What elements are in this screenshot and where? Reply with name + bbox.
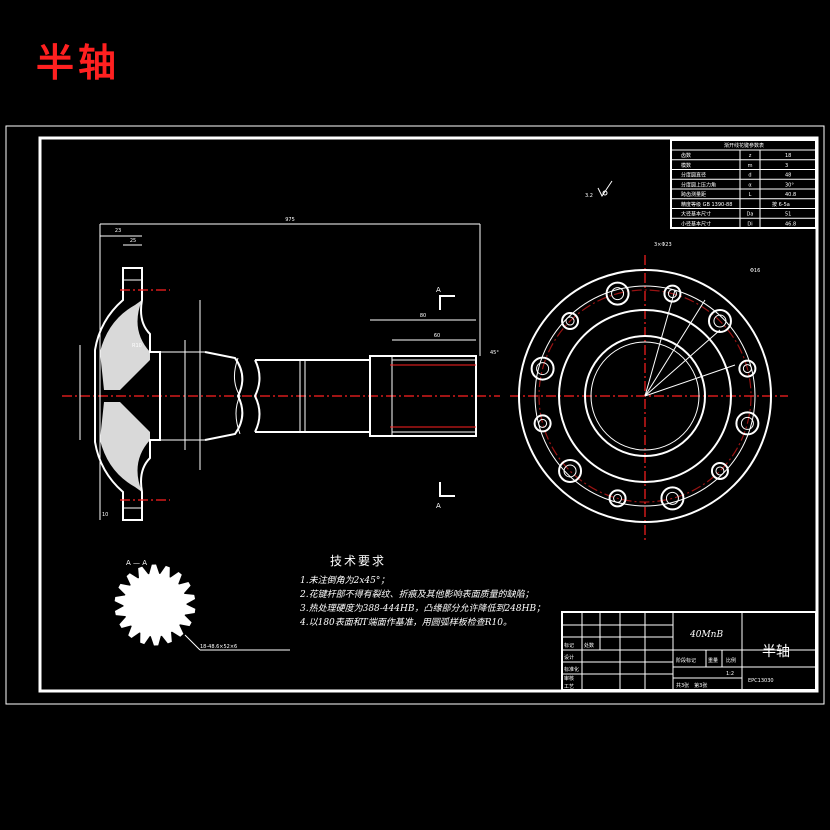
spline-row-val: 30° [785,182,794,188]
spline-row-val: 18 [785,153,791,159]
flange-bolt-hole [608,489,627,508]
flange-bolt-hole [707,309,732,334]
spline-row-name: 大径基本尺寸 [681,211,711,218]
dim-80: 80 [420,313,426,319]
spline-row-val: 48 [785,173,791,179]
bolt-hole-bottom [122,507,143,521]
spline-row-name: 小径基本尺寸 [681,221,711,228]
drawing-number: EPC13030 [748,678,774,684]
dim-3x23: 3×Φ23 [654,242,672,248]
flange-bolt-hole [561,312,580,331]
flange-bolt-hole-inner [665,491,679,505]
flange-bolt-hole-inner [563,464,577,478]
flange-bolt-hole [738,359,757,378]
title-block: 40MnB 半轴 EPC13030 阶段标记 重量 比例 1:2 共3张 第3张… [561,611,817,691]
dim-23: 23 [115,228,121,234]
flange-bolt-hole [530,356,555,381]
part-name: 半轴 [762,644,790,660]
spline-row-val: 按 6-5a [772,201,790,208]
shaft-front-view: 975 23 25 80 60 10 45° R10 A A [62,217,500,521]
spline-row-val: 3 [785,163,788,169]
spline-row-name: 齿数 [681,152,691,159]
spline-table-title: 渐开线花键参数表 [724,142,764,149]
dim-45: 45° [490,350,499,356]
stage-label: 阶段标记 [676,657,696,664]
tech-item: 2.花键杆部不得有裂纹、折痕及其他影响表面质量的缺陷； [299,589,534,600]
flange-bolt-hole-inner [713,314,727,328]
flange-bolt-hole-inner [536,362,550,376]
svg-text:3.2: 3.2 [585,193,593,199]
design-label: 设计 [564,654,574,661]
spline-row-name: 跨齿测量距 [681,191,706,198]
process-label: 工艺 [564,684,574,690]
roughness-symbol: 3.2 [585,180,613,199]
scale-label: 比例 [726,657,736,664]
flange-bolt-hole [735,411,760,436]
inner-frame [38,136,819,693]
sheet-count: 共3张 第3张 [676,682,707,689]
weight-label: 重量 [708,657,718,664]
spline-row-name: 分度圆上压力角 [681,181,716,188]
spline-end [369,355,477,437]
outer-frame [5,125,825,705]
check-label: 审核 [564,675,574,682]
flange-bolt-hole-inner [565,316,575,326]
dim-r10: R10 [132,343,142,349]
spline-row-val: 46.8 [785,222,796,228]
spline-row-val: 40.8 [785,192,796,198]
flange-bolt-hole-inner [611,287,625,301]
spline-row-sym: z [749,153,752,159]
dim-60: 60 [434,333,440,339]
count-label: 处数 [584,642,594,649]
dim-10: 10 [102,512,108,518]
scale-value: 1:2 [726,671,734,677]
technical-requirements: 技术要求 1.未注倒角为2x45°； 2.花键杆部不得有裂纹、折痕及其他影响表面… [299,554,545,628]
flange-bolt-hole [558,458,583,483]
page-title: 半轴 [36,40,121,85]
spline-row-sym: L [749,192,752,198]
section-mark-top: A [436,286,441,294]
flange-bolt-hole-inner [740,416,754,430]
flange-bolt-hole-inner [715,466,725,476]
flange-end-view: 3×Φ23 Φ16 [510,242,788,540]
std-label: 标准化 [564,666,579,673]
dim-16: Φ16 [750,268,760,274]
spline-section: A — A 18-48.6×52×6 [114,559,290,651]
spline-param-table: 渐开线花键参数表 齿数 z 18 模数 m 3 分度圆直径 d 48 分度圆上压… [670,139,817,229]
flange-bolt-hole-inner [742,364,752,374]
flange-bolt-hole [605,281,630,306]
flange-bolt-hole [663,284,682,303]
dim-25: 25 [130,238,136,244]
spline-row-sym: d [748,173,751,179]
flange-bolt-hole [660,486,685,511]
spline-row-name: 模数 [681,162,691,169]
section-mark-bottom: A [436,502,441,510]
spline-row-sym: Di [747,222,752,228]
spline-row-name: 精度等级 GB 1390-88 [681,201,732,208]
flange-bolt-hole [710,461,729,480]
spline-row-sym: Da [747,212,754,218]
bolt-hole-top [122,267,143,281]
dim-975: 975 [285,217,295,223]
flange-bolt-hole-inner [613,493,623,503]
flange-bolt-hole-inner [538,418,548,428]
flange-bolt-hole [533,414,552,433]
tech-item: 4.以180表面和T端面作基准，用圆弧样板检查R10。 [299,617,512,628]
spline-note: 18-48.6×52×6 [200,644,237,650]
spline-row-sym: α [748,182,752,188]
spline-row-name: 分度圆直径 [681,172,706,179]
tech-item: 3.热处理硬度为388-444HB，凸缘部分允许降低到248HB； [300,603,545,614]
tech-heading: 技术要求 [330,554,386,568]
tech-item: 1.未注倒角为2x45°； [300,575,389,586]
material: 40MnB [689,630,723,640]
mark-label: 标记 [564,642,574,649]
spline-row-val: 51 [785,212,791,218]
spline-row-sym: m [748,163,753,169]
section-title: A — A [126,559,147,567]
